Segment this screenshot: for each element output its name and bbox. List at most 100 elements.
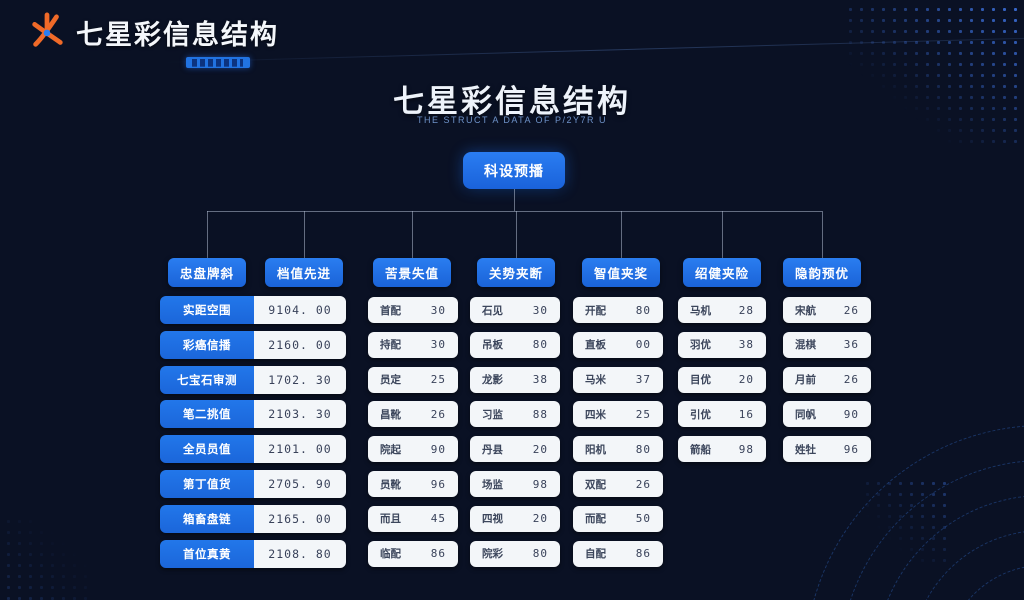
leaf-box-label: 箭船 [690, 443, 711, 456]
connector-drop [721, 211, 723, 258]
leaf-box-value: 86 [430, 547, 446, 561]
leaf-box: 箭船 98 [678, 436, 766, 463]
leaf-box-value: 80 [635, 442, 651, 456]
leaf-box-value: 00 [635, 338, 651, 352]
page-subtitle: THE STRUCT A DATA OF P/2Y7R U [416, 115, 608, 125]
leaf-box-value: 96 [430, 477, 446, 491]
leaf-box-value: 30 [430, 303, 446, 317]
leaf-box-label: 院起 [380, 443, 401, 456]
root-node: 科设预播 [463, 152, 565, 189]
leaf-box-label: 石见 [482, 304, 503, 317]
leaf-box-value: 26 [843, 303, 859, 317]
halftone-dots-top-right [845, 4, 1024, 149]
leaf-box-label: 临配 [380, 548, 401, 561]
leaf-box-label: 开配 [585, 304, 606, 317]
leaf-box-label: 同帆 [795, 408, 816, 421]
leaf-box-label: 龙影 [482, 374, 503, 387]
connector-drop [515, 211, 517, 258]
leaf-row-label: 全员员值 [160, 435, 254, 464]
leaf-box-value: 96 [843, 442, 859, 456]
leaf-box-label: 混棋 [795, 339, 816, 352]
branch-node: 苦景失值 [373, 258, 451, 287]
leaf-box-value: 90 [430, 442, 446, 456]
leaf-box: 宋航 26 [783, 297, 871, 323]
leaf-box-label: 马机 [690, 304, 711, 317]
leaf-box-value: 38 [738, 338, 754, 352]
topbar: 七星彩信息结构 [28, 12, 279, 52]
leaf-box-value: 25 [635, 407, 651, 421]
leaf-box-value: 26 [635, 477, 651, 491]
leaf-box-value: 20 [532, 442, 548, 456]
leaf-box-label: 场监 [482, 478, 503, 491]
leaf-box: 四米 25 [573, 401, 663, 428]
logo-badge [186, 57, 250, 68]
leaf-box-label: 目优 [690, 374, 711, 387]
leaf-box-label: 自配 [585, 548, 606, 561]
leaf-box: 而配 50 [573, 505, 663, 532]
leaf-row-value: 2165. 00 [254, 504, 346, 533]
brand-star-icon [32, 12, 63, 47]
leaf-box: 首配 30 [368, 297, 458, 323]
leaf-row-value: 2160. 00 [254, 330, 346, 359]
leaf-box-label: 四视 [482, 513, 503, 526]
leaf-box-value: 80 [635, 303, 651, 317]
branch-node: 关势夹断 [477, 258, 555, 287]
leaf-box-label: 姓牡 [795, 443, 816, 456]
leaf-box-value: 26 [430, 407, 446, 421]
leaf-box: 四视 20 [470, 505, 560, 532]
leaf-box-label: 马米 [585, 374, 606, 387]
leaf-box-label: 员定 [380, 374, 401, 387]
leaf-row-label: 首位真黄 [160, 539, 254, 568]
leaf-box: 员定 25 [368, 366, 458, 393]
leaf-box-value: 28 [738, 303, 754, 317]
page-title: 七星彩信息结构 [393, 84, 631, 119]
branch-node: 隐韵预优 [783, 258, 861, 287]
leaf-box: 双配 26 [573, 471, 663, 497]
leaf-box-value: 30 [532, 303, 548, 317]
leaf-box: 姓牡 96 [783, 436, 871, 463]
connector-drop [620, 211, 622, 258]
leaf-box-label: 宋航 [795, 304, 816, 317]
leaf-box-label: 吊板 [482, 339, 503, 352]
leaf-box-label: 四米 [585, 408, 606, 421]
leaf-box: 临配 86 [368, 540, 458, 567]
leaf-box: 阳机 80 [573, 436, 663, 463]
leaf-row-value: 2101. 00 [254, 435, 346, 464]
leaf-box-label: 而配 [585, 513, 606, 526]
connector-drop [821, 211, 823, 258]
leaf-box-label: 首配 [380, 304, 401, 317]
leaf-box-value: 20 [532, 512, 548, 526]
leaf-box-value: 98 [738, 442, 754, 456]
leaf-box-value: 90 [843, 407, 859, 421]
leaf-box: 直板 00 [573, 331, 663, 358]
leaf-box-value: 20 [738, 373, 754, 387]
leaf-box-label: 持配 [380, 339, 401, 352]
leaf-row-label: 第丁值货 [160, 470, 254, 498]
leaf-box-value: 50 [635, 512, 651, 526]
leaf-box-value: 38 [532, 373, 548, 387]
leaf-box-label: 双配 [585, 478, 606, 491]
leaf-box-label: 阳机 [585, 443, 606, 456]
leaf-box-value: 30 [430, 338, 446, 352]
leaf-box-label: 习监 [482, 408, 503, 421]
leaf-box-value: 25 [430, 373, 446, 387]
leaf-box-label: 而且 [380, 513, 401, 526]
leaf-box-label: 直板 [585, 339, 606, 352]
leaf-box: 马机 28 [678, 297, 766, 323]
